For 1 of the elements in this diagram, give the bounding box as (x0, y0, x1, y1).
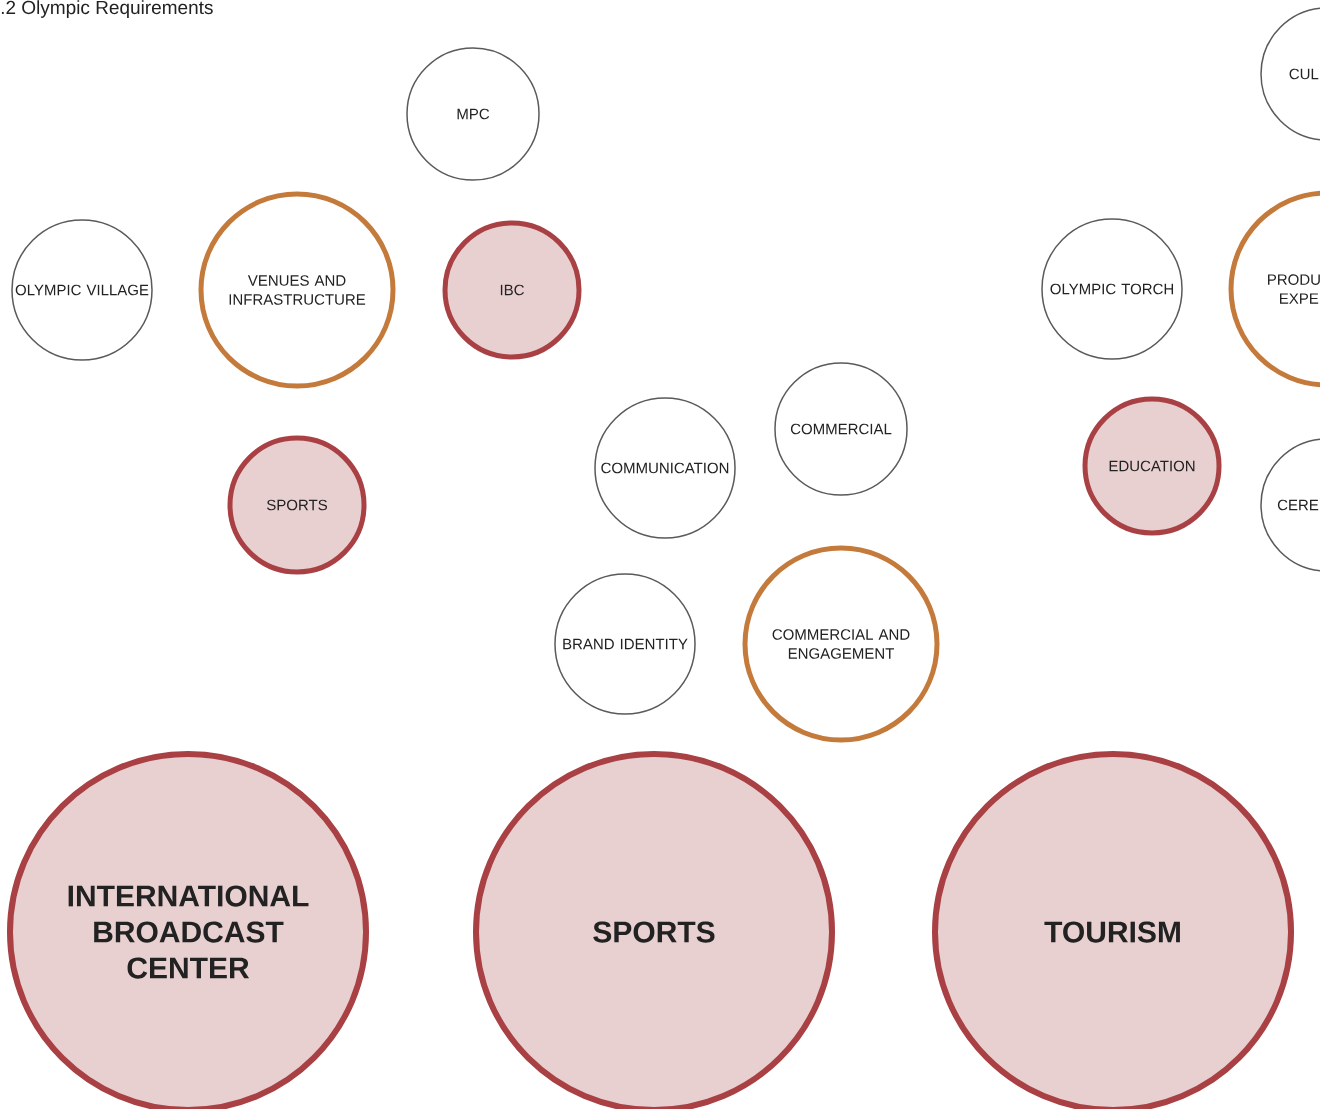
title: .2 Olympic Requirements (1, 0, 213, 18)
